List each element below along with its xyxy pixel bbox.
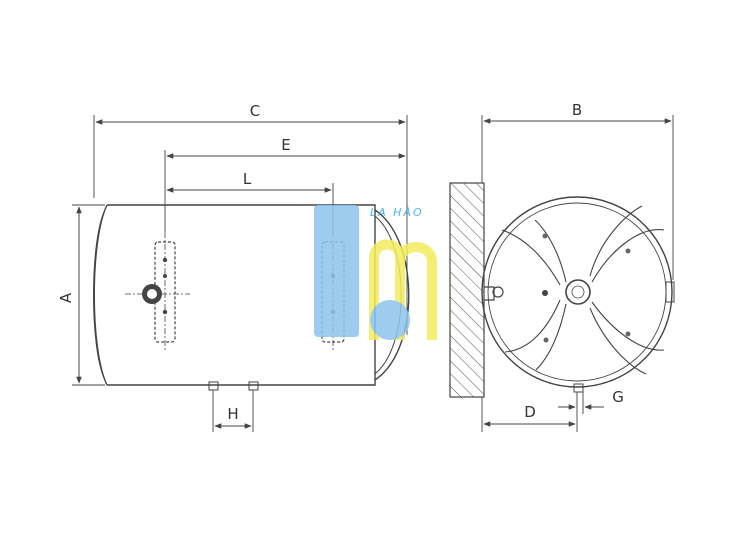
dimension-label-a: A: [57, 292, 75, 303]
inlet-pipe: [208, 381, 219, 391]
end-view: B D G: [449, 101, 675, 432]
dimension-label-l: L: [243, 170, 252, 188]
dimension-label-g: G: [612, 388, 624, 406]
la-hao-watermark: LA HÀO: [314, 205, 437, 340]
outlet-pipe: [248, 381, 259, 391]
end-cap-fin-lower-left: [504, 299, 567, 371]
end-cap-fin-top: [501, 219, 567, 286]
tank-end-circle: [481, 196, 673, 388]
dimension-label-e: E: [281, 136, 290, 154]
end-view-outlet-pipe: [573, 383, 584, 393]
dimension-label-c: C: [250, 102, 260, 120]
tank-left-endcap: [93, 204, 108, 386]
watermark-blue-circle: [370, 300, 410, 340]
dimension-label-h: H: [227, 405, 238, 423]
tank-right-endcap: [374, 209, 410, 381]
watermark-brand-text: LA HÀO: [370, 206, 424, 219]
end-cap-fin-lower-right: [589, 301, 665, 375]
center-port-icon: [565, 279, 591, 305]
dimension-label-d: D: [524, 403, 536, 421]
wall-hatched: [449, 182, 485, 398]
watermark-blue-bar: [314, 205, 359, 337]
dimension-label-b: B: [572, 101, 582, 119]
end-cap-fin-upper-right: [589, 205, 665, 283]
watermark-yellow-arches: [369, 239, 437, 340]
